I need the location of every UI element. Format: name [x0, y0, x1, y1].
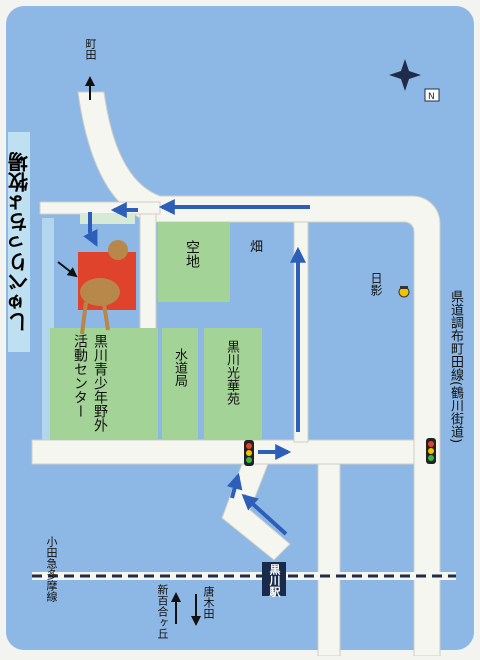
- traffic-signal-icon: [244, 440, 254, 466]
- label-station: 黒川駅: [268, 564, 281, 597]
- road-south: [31, 439, 415, 465]
- railway: [32, 572, 456, 580]
- station-box: [262, 562, 286, 596]
- label-youth-center: 黒川青少年野外活動センター: [72, 334, 108, 432]
- svg-text:N: N: [428, 92, 435, 102]
- block-water-bureau: [162, 328, 198, 440]
- label-machida: 町田: [84, 38, 97, 60]
- label-hikage: 日影: [369, 272, 383, 296]
- block-vacant-lot: [158, 222, 230, 302]
- bus-stop-icon: [398, 286, 410, 298]
- label-karakida: 唐木田: [202, 586, 215, 619]
- ranch-icon: [57, 240, 136, 335]
- compass-icon: N: [389, 59, 440, 102]
- label-field: 畑: [250, 240, 264, 255]
- label-shinyurigaoka: 新百合ヶ丘: [156, 584, 169, 639]
- direction-arrows: [171, 592, 201, 626]
- traffic-signal-icon: [426, 438, 436, 464]
- label-kokko-en: 黒川光華苑: [224, 340, 239, 405]
- field-strip-1: [80, 214, 135, 224]
- label-route: 県道調布町田線(鶴川街道): [448, 290, 463, 444]
- map-title: しゅべりっちょ牧場: [8, 132, 32, 352]
- route-arrows: [83, 199, 310, 536]
- road-west: [39, 201, 161, 215]
- label-railway: 小田急多摩線: [45, 536, 58, 602]
- block-kokko-en: [204, 328, 262, 440]
- road-south-vertical: [317, 463, 341, 657]
- block-youth-center: [50, 328, 158, 440]
- label-vacant-lot: 空地: [184, 240, 200, 268]
- label-water-bureau: 水道局: [172, 348, 187, 387]
